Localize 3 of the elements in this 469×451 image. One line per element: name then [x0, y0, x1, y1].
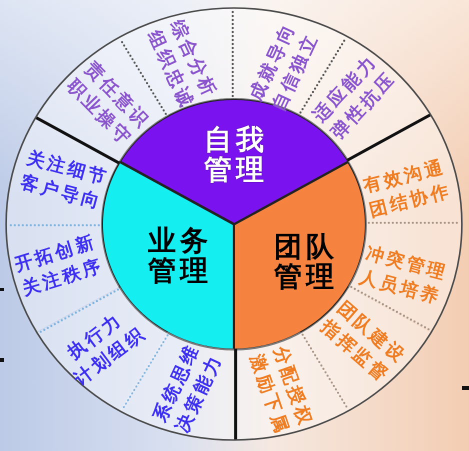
sector-title: 团队管理 — [274, 232, 339, 292]
sector-title: 业务管理 — [148, 226, 213, 286]
sector-title: 自我管理 — [204, 125, 269, 185]
